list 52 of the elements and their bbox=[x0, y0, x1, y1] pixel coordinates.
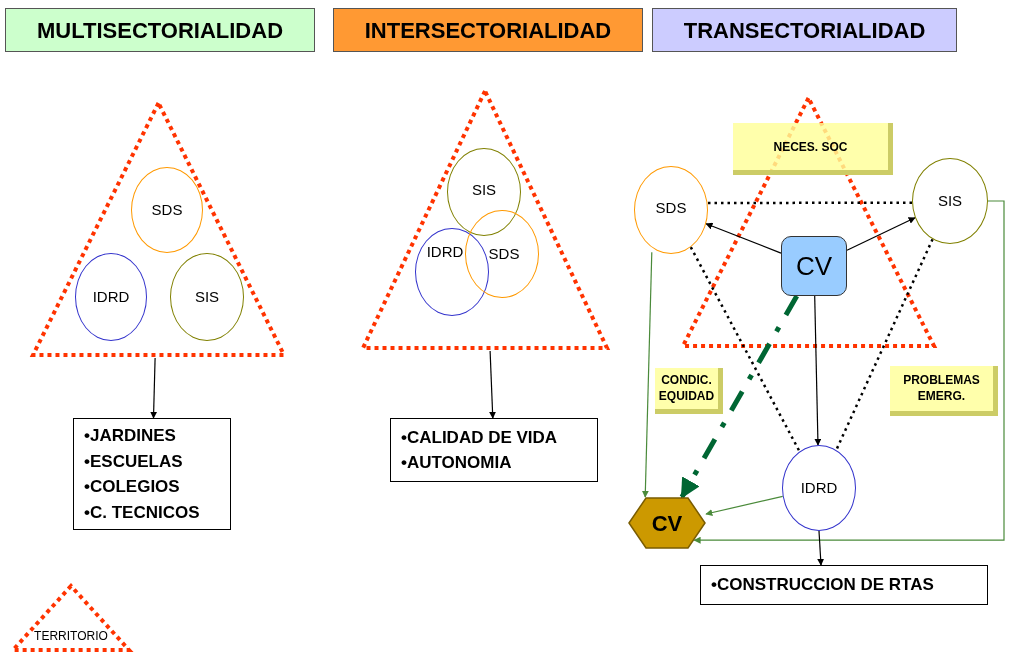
connector-line bbox=[689, 246, 801, 452]
node-label: CONDIC. EQUIDAD bbox=[657, 372, 716, 405]
arrow bbox=[150, 357, 158, 419]
arrow bbox=[817, 530, 825, 566]
header-box bbox=[5, 8, 315, 52]
connector-line bbox=[835, 238, 934, 451]
node-label: IDRD bbox=[92, 286, 130, 307]
node-label: IDRD bbox=[800, 477, 838, 498]
arrow bbox=[705, 222, 782, 254]
header-box bbox=[333, 8, 643, 52]
result-box bbox=[700, 565, 988, 605]
list-item: •COLEGIOS bbox=[84, 476, 180, 498]
note-box bbox=[655, 368, 723, 414]
node-label: SIS bbox=[937, 190, 963, 211]
note-box bbox=[733, 123, 893, 175]
node-label: TERRITORIO bbox=[34, 628, 108, 645]
list-item: •C. TECNICOS bbox=[84, 501, 200, 524]
arrow bbox=[693, 200, 1005, 544]
note-box bbox=[890, 366, 998, 416]
list-item: •AUTONOMIA bbox=[401, 452, 512, 474]
node-label: CV bbox=[795, 249, 833, 283]
arrow bbox=[489, 350, 497, 419]
cv-box bbox=[781, 236, 847, 296]
list-item: •JARDINES bbox=[84, 425, 176, 447]
territory-triangle bbox=[10, 583, 132, 653]
arrow bbox=[814, 295, 822, 446]
node-label: MULTISECTORIALIDAD bbox=[36, 16, 284, 45]
node-label: NECES. SOC bbox=[773, 138, 848, 156]
list-item: •CONSTRUCCION DE RTAS bbox=[711, 574, 934, 597]
territory-triangle bbox=[360, 88, 610, 351]
node-label: INTERSECTORIALIDAD bbox=[364, 16, 612, 45]
territory-triangle bbox=[30, 100, 287, 358]
list-item: •CALIDAD DE VIDA bbox=[401, 426, 558, 449]
node-label: SIS bbox=[471, 179, 497, 200]
arrow bbox=[679, 294, 799, 499]
node-label: SDS bbox=[655, 197, 687, 218]
cv-hexagon bbox=[628, 497, 706, 549]
result-box bbox=[390, 418, 598, 482]
arrow bbox=[846, 217, 916, 251]
node-label: PROBLEMAS EMERG. bbox=[902, 372, 981, 405]
list-item: •ESCUELAS bbox=[84, 450, 183, 473]
node-label: SDS bbox=[151, 199, 183, 220]
node-label: SIS bbox=[194, 286, 220, 307]
node-label: TRANSECTORIALIDAD bbox=[683, 16, 926, 45]
node-label: SDS bbox=[488, 243, 520, 264]
connector-line bbox=[708, 201, 912, 205]
arrow bbox=[641, 251, 653, 498]
header-box bbox=[652, 8, 957, 52]
result-box bbox=[73, 418, 231, 530]
arrow bbox=[705, 495, 784, 516]
node-label: CV bbox=[651, 509, 683, 538]
node-label: IDRD bbox=[426, 241, 464, 262]
